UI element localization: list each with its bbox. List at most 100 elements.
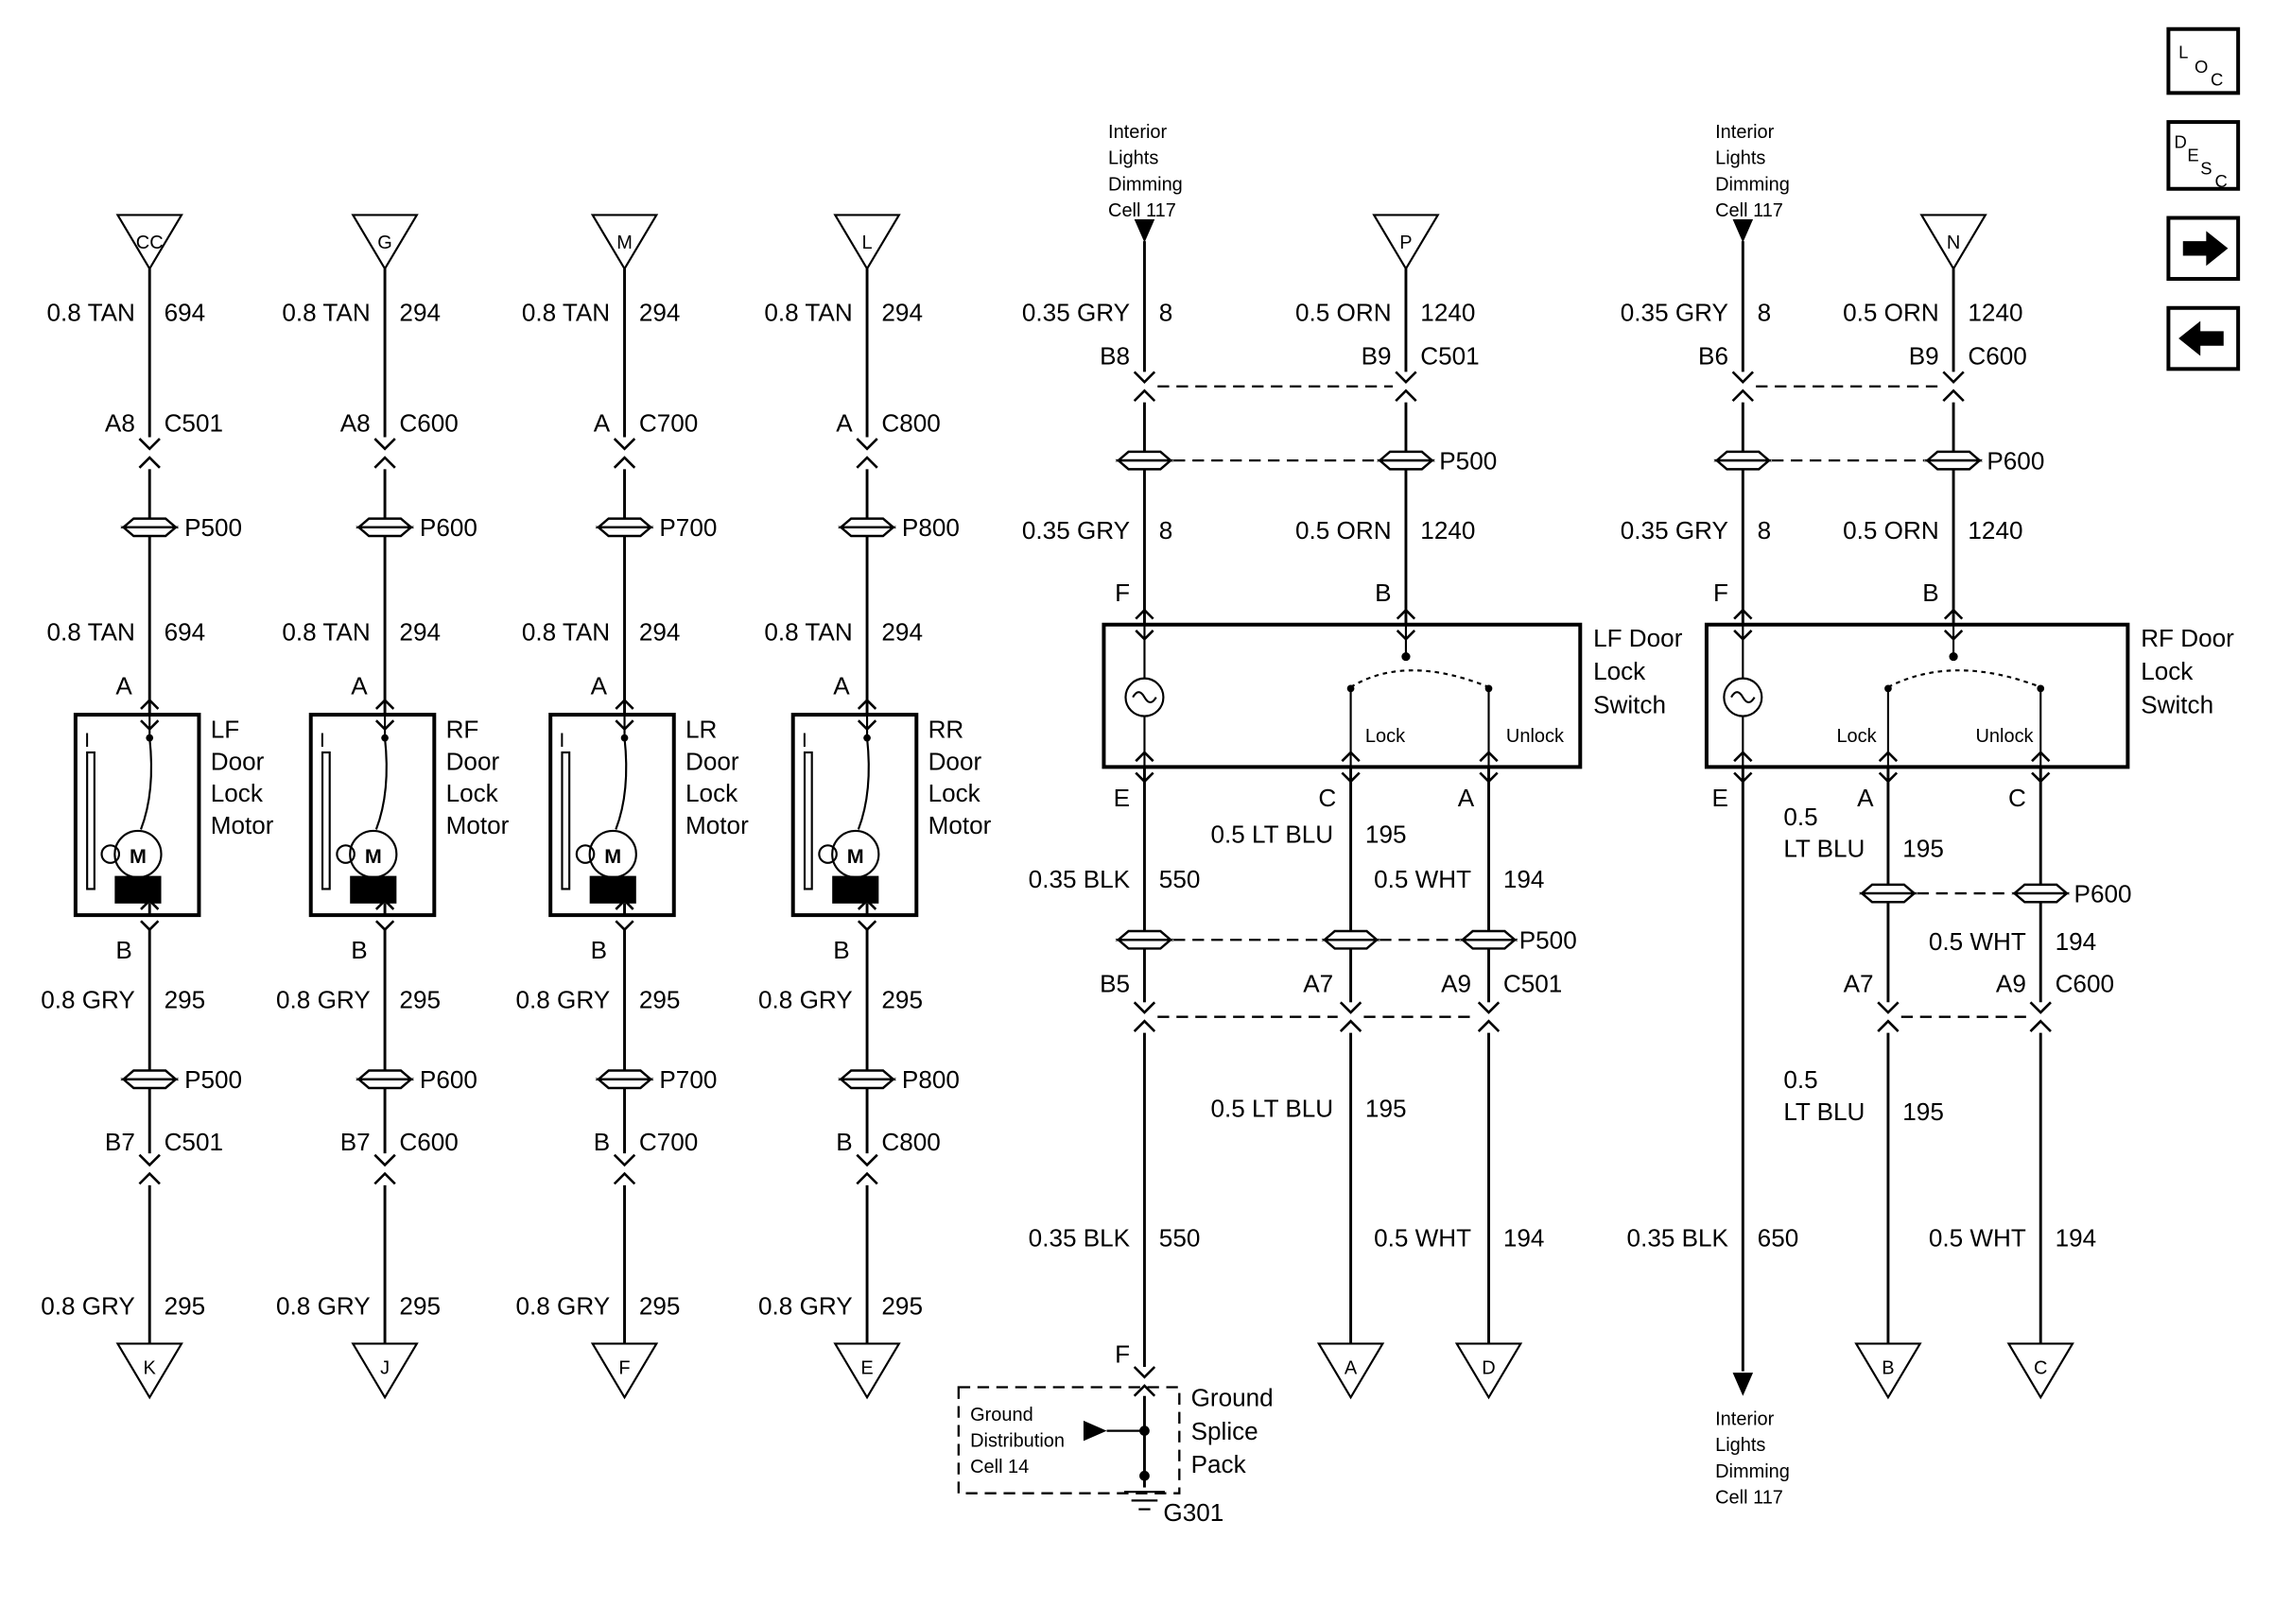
mid-name-1: LF Door — [1593, 624, 1683, 652]
legend-controls — [2166, 26, 2241, 371]
c4-conn1: C800 — [881, 408, 940, 437]
c1-w2-gauge: 0.8 TAN — [47, 618, 135, 647]
rf-door-lock-motor-circuit — [311, 215, 435, 1397]
c1-w3-circuit: 295 — [165, 985, 206, 1013]
c3-bot-ref: F — [618, 1358, 630, 1379]
c4-top-ref: L — [861, 233, 872, 253]
mid-top-ref-4: Cell 117 — [1108, 200, 1176, 221]
c3-w3-circuit: 295 — [639, 985, 681, 1013]
c3-pin-b: B — [591, 936, 607, 964]
mid-wht1-circuit: 194 — [1503, 865, 1545, 893]
mid-blu2-gauge: 0.5 LT BLU — [1211, 1095, 1334, 1123]
mid-term-b8: B8 — [1100, 342, 1130, 371]
mid-orn-gauge: 0.5 ORN — [1295, 299, 1392, 327]
rt-bot-ref-1: Interior — [1715, 1408, 1774, 1429]
c3-pass1: P700 — [659, 513, 717, 542]
c3-name-2: Door — [685, 747, 739, 775]
c2-pin-a: A — [351, 672, 368, 700]
c2-w3-gauge: 0.8 GRY — [276, 985, 371, 1013]
c2-name-3: Lock — [446, 779, 499, 807]
mid-pin-f2: F — [1115, 1339, 1130, 1368]
rt-bot-ref-4: Cell 117 — [1715, 1487, 1783, 1508]
back-button[interactable] — [2166, 305, 2241, 371]
rt-pin-b: B — [1922, 579, 1938, 607]
c2-motor-m: M — [365, 845, 382, 868]
ground-ref-arrow-icon — [1083, 1420, 1107, 1442]
c1-w3-gauge: 0.8 GRY — [41, 985, 135, 1013]
mid-term-a7: A7 — [1303, 970, 1333, 998]
desc-button[interactable] — [2166, 120, 2241, 191]
loc-button[interactable] — [2166, 26, 2241, 95]
c3-motor-m: M — [604, 845, 621, 868]
c3-w4-circuit: 295 — [639, 1292, 681, 1321]
rt-orn2-circuit: 1240 — [1968, 516, 2022, 544]
c3-motor-i: I — [559, 729, 564, 752]
c4-w3-gauge: 0.8 GRY — [758, 985, 853, 1013]
c3-pass2: P700 — [659, 1065, 717, 1094]
c3-name-1: LR — [685, 716, 717, 744]
loc-letter-c: C — [2211, 70, 2223, 90]
mid-orn-ref: P — [1399, 233, 1412, 253]
rt-blk-gauge: 0.35 BLK — [1627, 1223, 1729, 1252]
gnd-dist-2: Distribution — [970, 1431, 1065, 1452]
mid-blk2-circuit: 550 — [1159, 1223, 1201, 1252]
lf-door-lock-switch-box — [1102, 622, 1583, 769]
gnd-splice-2: Splice — [1191, 1417, 1258, 1445]
c4-w3-circuit: 295 — [881, 985, 923, 1013]
desc-letter-c: C — [2215, 171, 2228, 191]
mid-orn2-circuit: 1240 — [1420, 516, 1475, 544]
rt-pin-f: F — [1713, 579, 1728, 607]
c2-term1: A8 — [340, 408, 371, 437]
dimming-lamp-icon — [1723, 624, 1763, 768]
mid-wht1-gauge: 0.5 WHT — [1374, 865, 1471, 893]
rt-term-b9: B9 — [1909, 342, 1939, 371]
mid-term-b5: B5 — [1100, 970, 1130, 998]
gnd-splice-3: Pack — [1191, 1450, 1247, 1478]
c3-term1: A — [594, 408, 611, 437]
rt-orn-gauge: 0.5 ORN — [1843, 299, 1939, 327]
rt-blu1-circuit: 195 — [1902, 835, 1944, 863]
rt-wht2-circuit: 194 — [2056, 1223, 2097, 1252]
rt-blu1-gauge-1: 0.5 — [1783, 803, 1817, 831]
mid-top-ref-2: Lights — [1108, 148, 1158, 169]
mid-gry-circuit: 8 — [1159, 299, 1173, 327]
interior-lights-ref-arrow-icon — [1732, 1373, 1754, 1396]
c2-w1-gauge: 0.8 TAN — [282, 299, 370, 327]
rt-gry-circuit: 8 — [1758, 299, 1772, 327]
ground-distribution-ref-box — [957, 1386, 1181, 1494]
c3-w4-gauge: 0.8 GRY — [516, 1292, 611, 1321]
rt-name-1: RF Door — [2141, 624, 2234, 652]
c1-pass2: P500 — [184, 1065, 242, 1094]
mid-name-2: Lock — [1593, 657, 1646, 685]
rt-pin-a: A — [1857, 784, 1874, 812]
lock-unlock-switch-icon — [1346, 624, 1493, 768]
mid-wht2-gauge: 0.5 WHT — [1374, 1223, 1471, 1252]
c1-w4-gauge: 0.8 GRY — [41, 1292, 135, 1321]
rt-lock-label: Lock — [1836, 726, 1877, 747]
c4-pass1: P800 — [902, 513, 960, 542]
c4-pin-b: B — [833, 936, 849, 964]
mid-bot-ref-d: D — [1482, 1358, 1495, 1379]
c3-w1-circuit: 294 — [639, 299, 681, 327]
c2-w4-gauge: 0.8 GRY — [276, 1292, 371, 1321]
mid-gry-gauge: 0.35 GRY — [1022, 299, 1130, 327]
interior-lights-ref-arrow-icon — [1732, 219, 1754, 243]
dimming-lamp-icon — [1124, 624, 1165, 768]
c4-w4-circuit: 295 — [881, 1292, 923, 1321]
c2-motor-i: I — [320, 729, 325, 752]
mid-orn2-gauge: 0.5 ORN — [1295, 516, 1392, 544]
rt-top-ref-2: Lights — [1715, 148, 1765, 169]
rt-wht1-circuit: 194 — [2056, 927, 2097, 956]
c1-w2-circuit: 694 — [165, 618, 206, 647]
mid-lock-label: Lock — [1365, 726, 1406, 747]
mid-pin-f: F — [1115, 579, 1130, 607]
c1-w4-circuit: 295 — [165, 1292, 206, 1321]
rt-wht1-gauge: 0.5 WHT — [1929, 927, 2026, 956]
c1-pin-a: A — [115, 672, 132, 700]
desc-letter-s: S — [2200, 158, 2212, 178]
rt-blk-circuit: 650 — [1758, 1223, 1799, 1252]
ground-splice-pack — [957, 1386, 1181, 1511]
rt-bot-ref-3: Dimming — [1715, 1461, 1790, 1482]
c1-pin-b: B — [115, 936, 131, 964]
next-button[interactable] — [2166, 216, 2241, 282]
